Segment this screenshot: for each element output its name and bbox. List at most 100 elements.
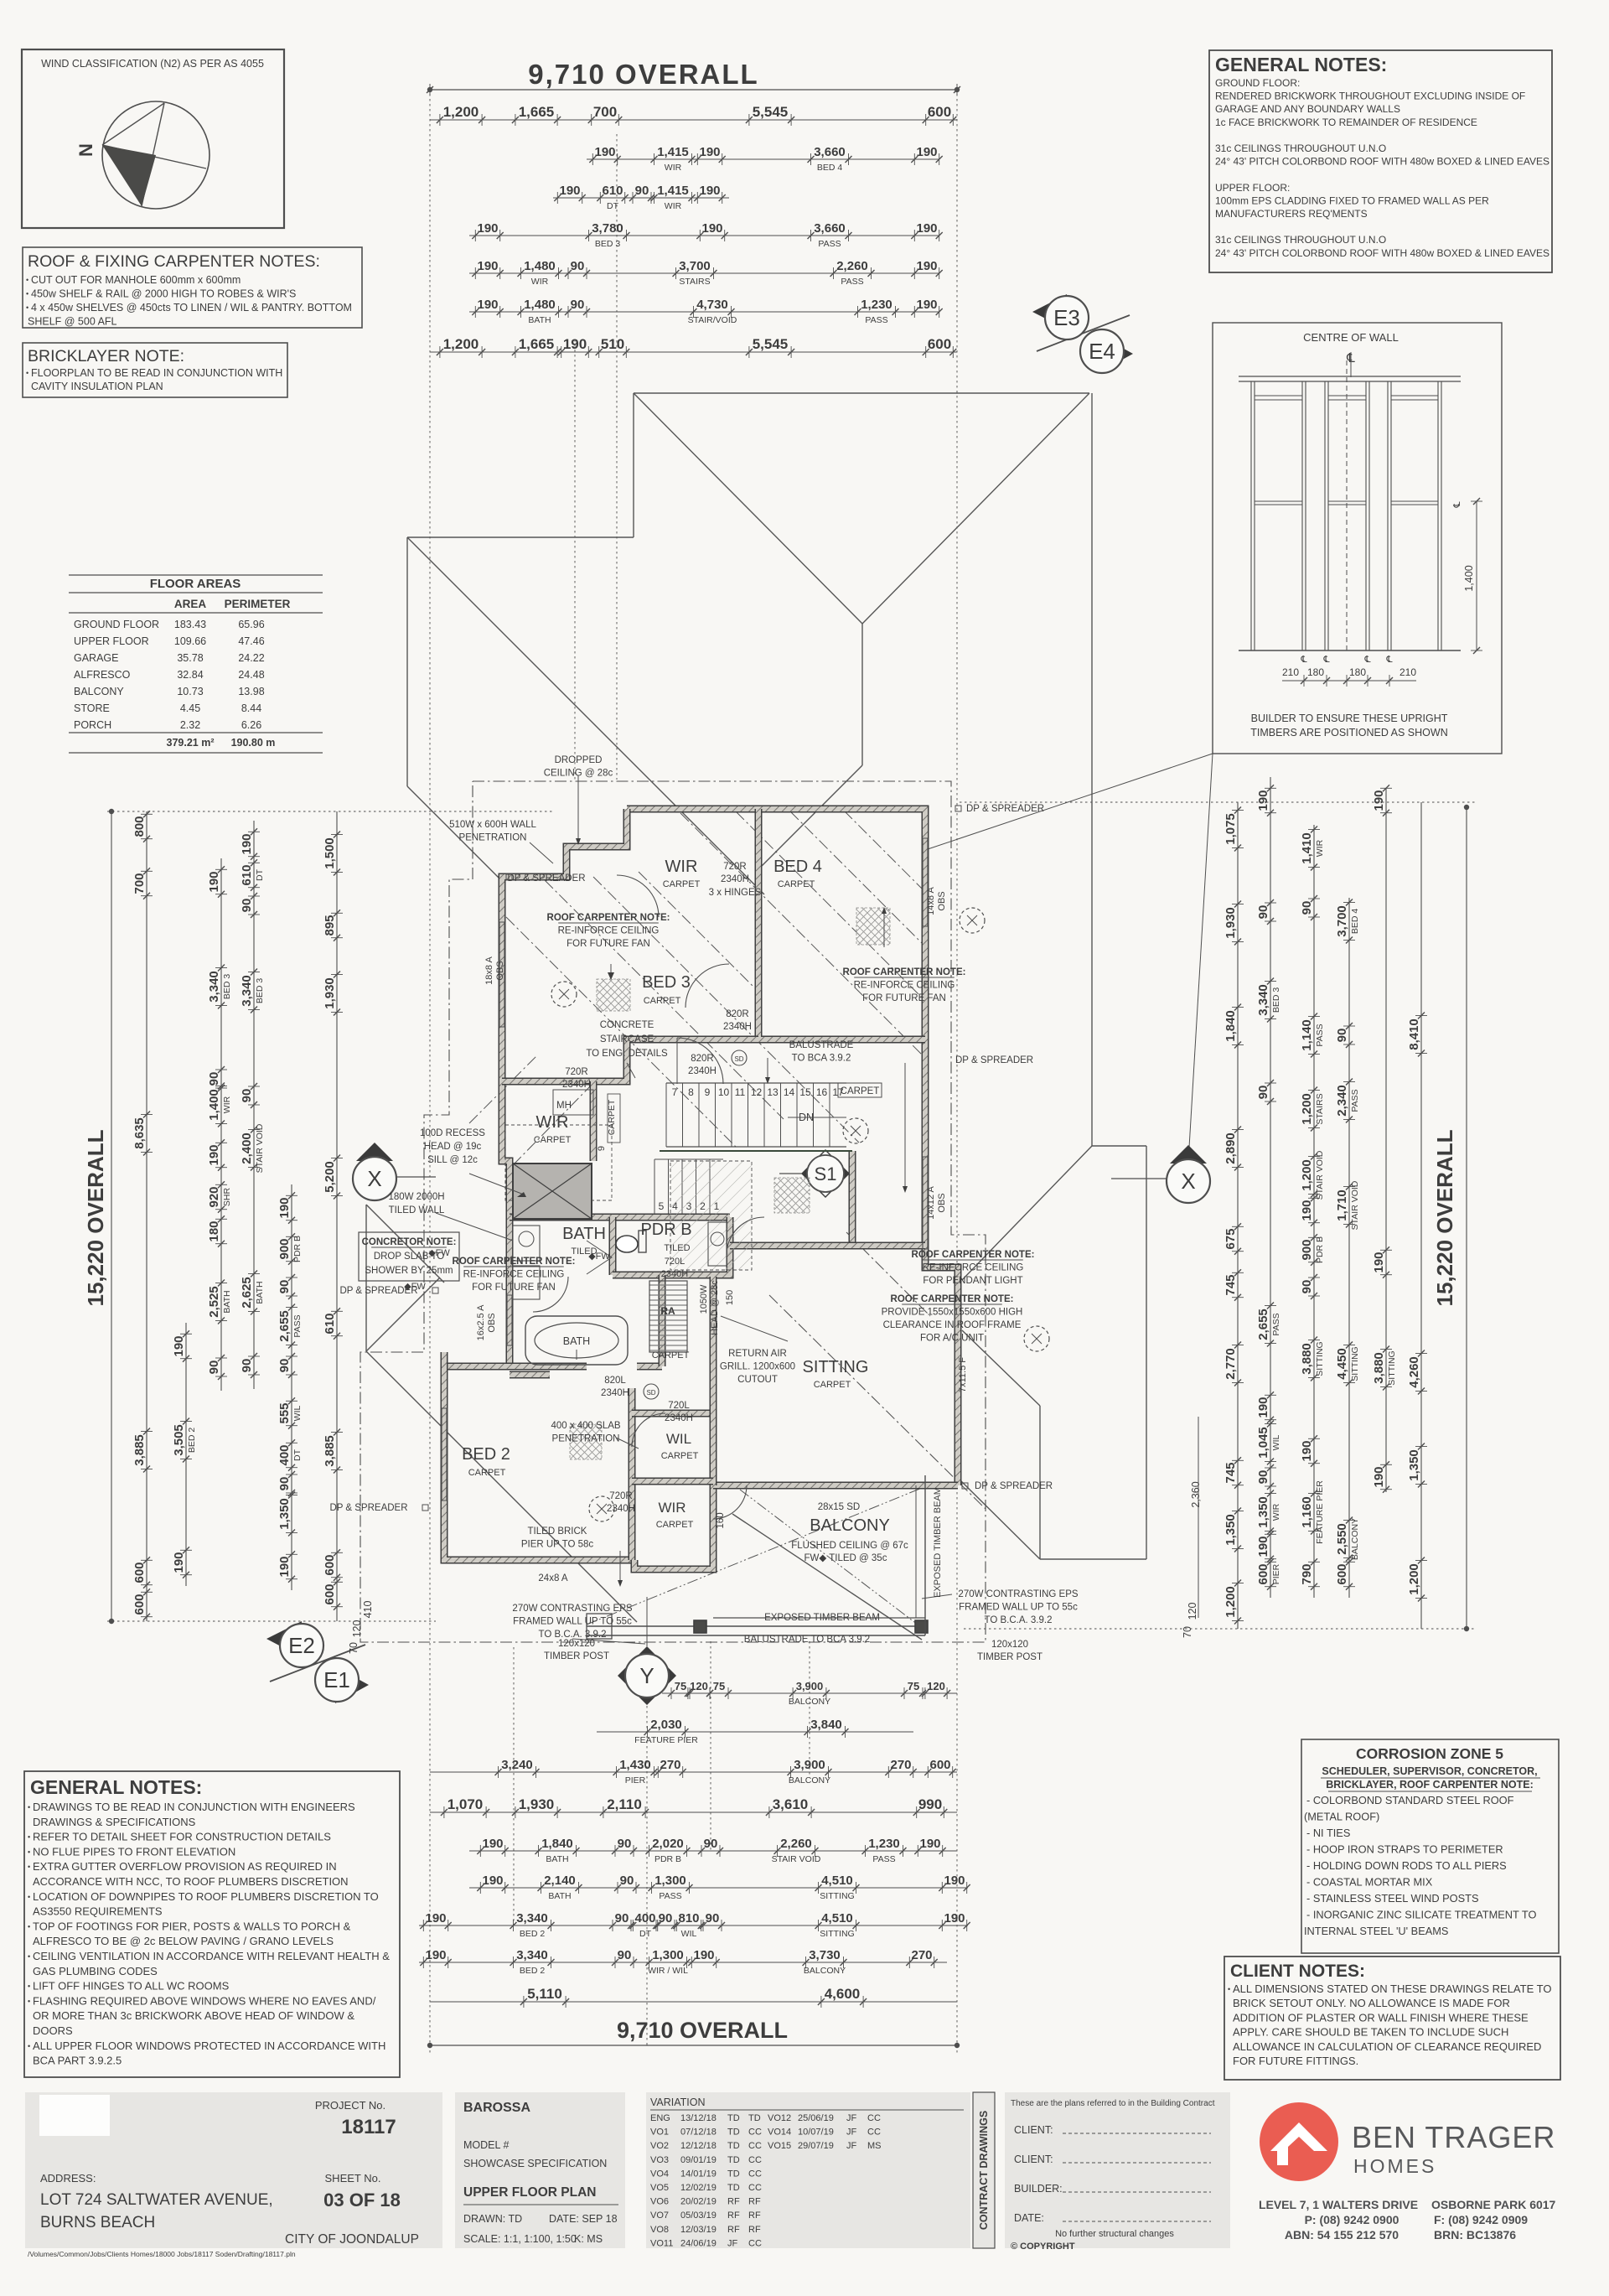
svg-text:3,610: 3,610 <box>773 1796 809 1812</box>
svg-text:3,340: 3,340 <box>516 1911 548 1925</box>
svg-text:℄: ℄ <box>1300 655 1306 665</box>
svg-text:109.66: 109.66 <box>174 635 206 647</box>
svg-text:STORE: STORE <box>74 702 110 714</box>
svg-text:CC: CC <box>748 2141 762 2151</box>
svg-text:210: 210 <box>1282 666 1299 678</box>
svg-text:DATE:: DATE: <box>1014 2212 1044 2224</box>
svg-text:DT: DT <box>292 1449 303 1461</box>
svg-text:FEATURE PIER: FEATURE PIER <box>634 1735 698 1745</box>
svg-text:3,730: 3,730 <box>809 1948 841 1962</box>
svg-text:190: 190 <box>1256 790 1270 811</box>
svg-text:VO5: VO5 <box>650 2183 669 2193</box>
svg-text:PIER: PIER <box>1271 1563 1281 1584</box>
svg-text:1050W: 1050W <box>699 1284 709 1314</box>
svg-text:1,200: 1,200 <box>1300 1093 1314 1125</box>
svg-text:3,880: 3,880 <box>1372 1352 1386 1384</box>
svg-text:190: 190 <box>277 1197 292 1218</box>
svg-text:FOR FUTURE FAN: FOR FUTURE FAN <box>862 993 946 1003</box>
svg-text:PASS: PASS <box>872 1854 895 1864</box>
svg-text:•: • <box>28 1997 30 2005</box>
svg-text:DP & SPREADER: DP & SPREADER <box>339 1286 417 1296</box>
svg-text:TO B.C.A. 3.9.2: TO B.C.A. 3.9.2 <box>539 1630 607 1640</box>
svg-text:1,200: 1,200 <box>443 336 479 352</box>
svg-text:18x8 A: 18x8 A <box>484 956 494 985</box>
svg-text:•: • <box>26 303 28 312</box>
svg-text:MS: MS <box>867 2141 882 2151</box>
svg-text:1,350: 1,350 <box>1224 1514 1238 1546</box>
svg-text:90: 90 <box>571 298 585 312</box>
svg-text:16: 16 <box>816 1086 828 1098</box>
svg-text:E1: E1 <box>323 1667 350 1692</box>
svg-text:190: 190 <box>1300 1200 1314 1221</box>
svg-text:1,665: 1,665 <box>519 336 555 352</box>
svg-text:24/06/19: 24/06/19 <box>680 2238 717 2248</box>
svg-text:◆FW: ◆FW <box>588 1252 610 1262</box>
svg-text:TD: TD <box>727 2155 740 2165</box>
svg-text:PASS: PASS <box>865 315 887 325</box>
svg-text:DT: DT <box>639 1929 652 1939</box>
svg-text:RE-INFORCE CEILING: RE-INFORCE CEILING <box>854 981 955 991</box>
svg-text:2.32: 2.32 <box>180 719 200 731</box>
svg-text:E2: E2 <box>288 1633 315 1658</box>
svg-text:- HOOP IRON STRAPS TO PERIME: - HOOP IRON STRAPS TO PERIMETER <box>1306 1843 1503 1856</box>
svg-text:190.80 m: 190.80 m <box>231 737 276 749</box>
svg-text:VO1: VO1 <box>650 2128 669 2138</box>
svg-text:FLOORPLAN TO BE READ IN CONJUN: FLOORPLAN TO BE READ IN CONJUNCTION WITH <box>31 367 282 379</box>
svg-text:RF: RF <box>727 2210 740 2221</box>
svg-text:STAIRCASE: STAIRCASE <box>600 1034 654 1044</box>
svg-text:8.44: 8.44 <box>241 702 261 714</box>
svg-text:•: • <box>28 1952 30 1961</box>
svg-text:•: • <box>28 2042 30 2050</box>
svg-text:BED 2: BED 2 <box>462 1445 510 1464</box>
svg-text:8,410: 8,410 <box>1407 1018 1421 1050</box>
svg-text:DP & SPREADER: DP & SPREADER <box>329 1503 407 1513</box>
svg-text:STAIR VOID: STAIR VOID <box>1350 1180 1360 1230</box>
svg-text:RF: RF <box>748 2225 761 2235</box>
svg-text:15,220 OVERALL: 15,220 OVERALL <box>1432 1129 1457 1306</box>
svg-text:820L: 820L <box>604 1376 626 1386</box>
svg-text:1,300: 1,300 <box>654 1874 686 1888</box>
svg-text:PENETRATION: PENETRATION <box>552 1434 620 1444</box>
svg-text:BED 3: BED 3 <box>222 974 232 1000</box>
svg-text:◆FW: ◆FW <box>428 1248 450 1258</box>
svg-text:900: 900 <box>1300 1239 1314 1260</box>
svg-text:ROOF CARPENTER NOTE:: ROOF CARPENTER NOTE: <box>547 913 670 923</box>
svg-text:5,545: 5,545 <box>753 336 789 352</box>
svg-text:WIR / WIL: WIR / WIL <box>648 1966 688 1976</box>
svg-text:1,300: 1,300 <box>652 1948 684 1962</box>
svg-text:3 x HINGES: 3 x HINGES <box>709 888 762 898</box>
svg-text:2,260: 2,260 <box>780 1837 812 1851</box>
svg-text:DROP SLAB TO: DROP SLAB TO <box>374 1252 444 1262</box>
svg-text:270: 270 <box>911 1948 932 1962</box>
svg-text:13/12/18: 13/12/18 <box>680 2113 717 2123</box>
svg-text:X: X <box>1181 1169 1195 1194</box>
svg-text:TIMBER POST: TIMBER POST <box>544 1651 609 1661</box>
svg-text:TILED: TILED <box>664 1243 690 1253</box>
svg-text:1c FACE BRICKWORK TO REMAINDER: 1c FACE BRICKWORK TO REMAINDER OF RESIDE… <box>1215 117 1477 128</box>
svg-text:3,700: 3,700 <box>679 259 711 273</box>
svg-text:2,400: 2,400 <box>240 1132 254 1164</box>
svg-text:BRICKLAYER NOTE:: BRICKLAYER NOTE: <box>28 347 184 365</box>
svg-text:270W CONTRASTING EPS: 270W CONTRASTING EPS <box>512 1604 632 1614</box>
svg-text:1,350: 1,350 <box>277 1498 292 1530</box>
svg-text:JF: JF <box>727 2238 738 2248</box>
svg-text:SHOWCASE SPECIFICATION: SHOWCASE SPECIFICATION <box>463 2158 607 2169</box>
svg-text:PENETRATION: PENETRATION <box>459 833 527 843</box>
svg-text:WIL: WIL <box>666 1431 691 1447</box>
svg-text:BED 3: BED 3 <box>595 239 621 249</box>
svg-text:PASS: PASS <box>841 277 863 287</box>
svg-text:190: 190 <box>277 1556 292 1577</box>
svg-text:VO14: VO14 <box>768 2128 791 2138</box>
svg-text:SITTING: SITTING <box>1350 1346 1360 1381</box>
svg-text:1,665: 1,665 <box>519 104 555 120</box>
svg-text:12/03/19: 12/03/19 <box>680 2225 717 2235</box>
svg-text:PDR B: PDR B <box>654 1854 681 1864</box>
svg-text:1,350: 1,350 <box>1407 1449 1421 1481</box>
svg-text:EXPOSED TIMBER BEAM: EXPOSED TIMBER BEAM <box>764 1613 880 1623</box>
svg-text:675: 675 <box>1224 1228 1238 1249</box>
svg-text:100mm EPS CLADDING FIXED TO FR: 100mm EPS CLADDING FIXED TO FRAMED WALL … <box>1215 194 1489 206</box>
svg-text:5,200: 5,200 <box>323 1161 337 1193</box>
svg-text:SITTING: SITTING <box>820 1891 854 1901</box>
svg-text:BRN: BC13876: BRN: BC13876 <box>1434 2228 1516 2242</box>
svg-text:1,710: 1,710 <box>1335 1189 1349 1221</box>
